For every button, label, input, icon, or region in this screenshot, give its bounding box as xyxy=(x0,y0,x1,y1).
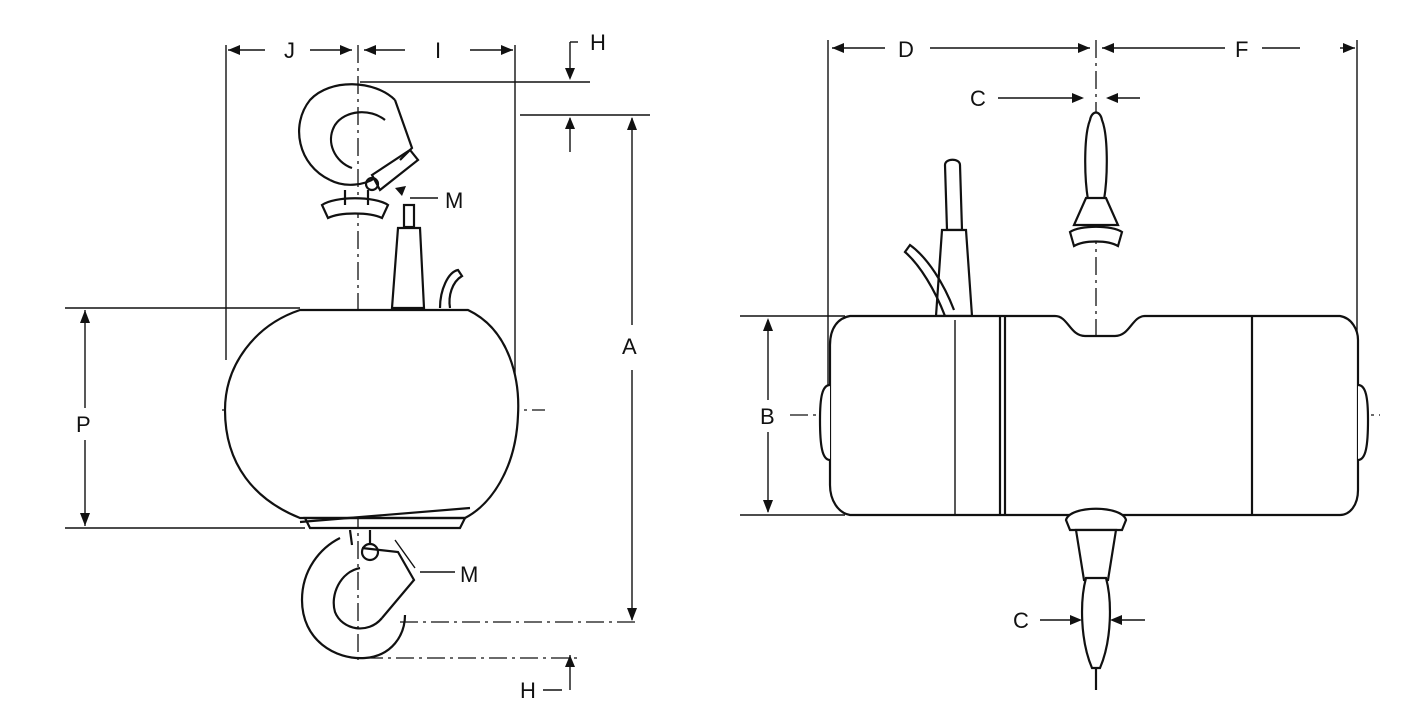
bottom-hook-outer xyxy=(300,537,407,660)
top-hook xyxy=(297,83,420,220)
top-hook-outer xyxy=(297,83,396,181)
bottom-hook-front xyxy=(1064,507,1128,690)
label-m-top: M xyxy=(445,188,463,213)
label-a: A xyxy=(622,334,637,359)
label-d: D xyxy=(898,37,914,62)
arrow-d-left xyxy=(832,43,844,53)
pendant-stem-front xyxy=(903,158,974,318)
stem-cone xyxy=(390,226,426,310)
body-outline xyxy=(223,308,520,520)
arrow-c-bottom-left xyxy=(1070,615,1082,625)
top-hook-pin xyxy=(364,176,380,192)
label-c-top: C xyxy=(970,86,986,111)
arrow-d-right xyxy=(1078,43,1090,53)
label-j: J xyxy=(284,38,295,63)
label-h-bottom: H xyxy=(520,678,536,703)
pendant-stem xyxy=(390,203,464,310)
arrow-h-top-down xyxy=(565,68,575,80)
bottom-hook-front-block xyxy=(1074,528,1118,582)
top-hook-inner xyxy=(329,111,386,170)
arrow-p-top xyxy=(80,310,90,323)
body-front-outline xyxy=(828,314,1360,517)
label-p: P xyxy=(76,412,91,437)
arrow-a-top xyxy=(627,117,637,130)
bottom-hook xyxy=(300,529,416,660)
arrow-j-right xyxy=(340,45,352,55)
top-hook-front xyxy=(1068,111,1124,248)
bottom-hook-front-body xyxy=(1080,576,1112,670)
front-view: D F C xyxy=(740,37,1380,690)
arrow-p-bottom xyxy=(80,513,90,526)
top-hook-front-nut xyxy=(1068,225,1124,248)
top-hook-bottom xyxy=(329,177,376,186)
stem-front-rod xyxy=(943,158,964,232)
arrow-m-top xyxy=(395,186,406,196)
arrow-c-bottom-right xyxy=(1110,615,1122,625)
air-hose xyxy=(438,268,464,309)
body-bottom-seam xyxy=(299,506,471,524)
bottom-hook-latch xyxy=(361,546,416,619)
top-hook-front-flare xyxy=(1072,196,1120,227)
stem-tip xyxy=(402,203,416,229)
hoist-body-front xyxy=(818,314,1370,517)
label-i: I xyxy=(435,38,441,63)
label-h-top: H xyxy=(590,30,606,55)
bottom-hook-shank-l xyxy=(348,529,354,546)
arrow-a-bottom xyxy=(627,608,637,621)
top-hook-front-body xyxy=(1084,111,1108,202)
bottom-hook-pin xyxy=(360,542,380,562)
body-bottom-plate xyxy=(303,516,467,530)
bottom-hook-front-cap xyxy=(1064,507,1128,532)
body-front-left-cap xyxy=(818,383,831,462)
arrow-c-top-right xyxy=(1106,93,1118,103)
arrow-i-left xyxy=(364,45,376,55)
side-view: J I H A P H xyxy=(65,30,650,703)
air-hose-front xyxy=(903,243,956,317)
top-hook-latch-outer xyxy=(393,99,414,161)
stem-front-cone xyxy=(934,228,974,318)
label-m-bottom: M xyxy=(460,562,478,587)
top-hook-nut xyxy=(320,197,390,220)
arrow-b-bottom xyxy=(763,500,773,513)
arrow-f-left xyxy=(1102,43,1114,53)
leader-m-bottom-diag xyxy=(394,539,416,569)
body-front-right-cap xyxy=(1357,383,1370,462)
label-f: F xyxy=(1235,37,1248,62)
arrow-b-top xyxy=(763,318,773,331)
arrow-i-right xyxy=(501,45,513,55)
bottom-hook-inner xyxy=(332,566,383,630)
arrow-c-top-left xyxy=(1072,93,1084,103)
arrow-h-bottom xyxy=(565,655,575,667)
arrow-j-left xyxy=(228,45,240,55)
label-c-bottom: C xyxy=(1013,608,1029,633)
arrow-h-top-up xyxy=(565,117,575,129)
hoist-body-side xyxy=(223,308,520,530)
label-b: B xyxy=(760,404,775,429)
